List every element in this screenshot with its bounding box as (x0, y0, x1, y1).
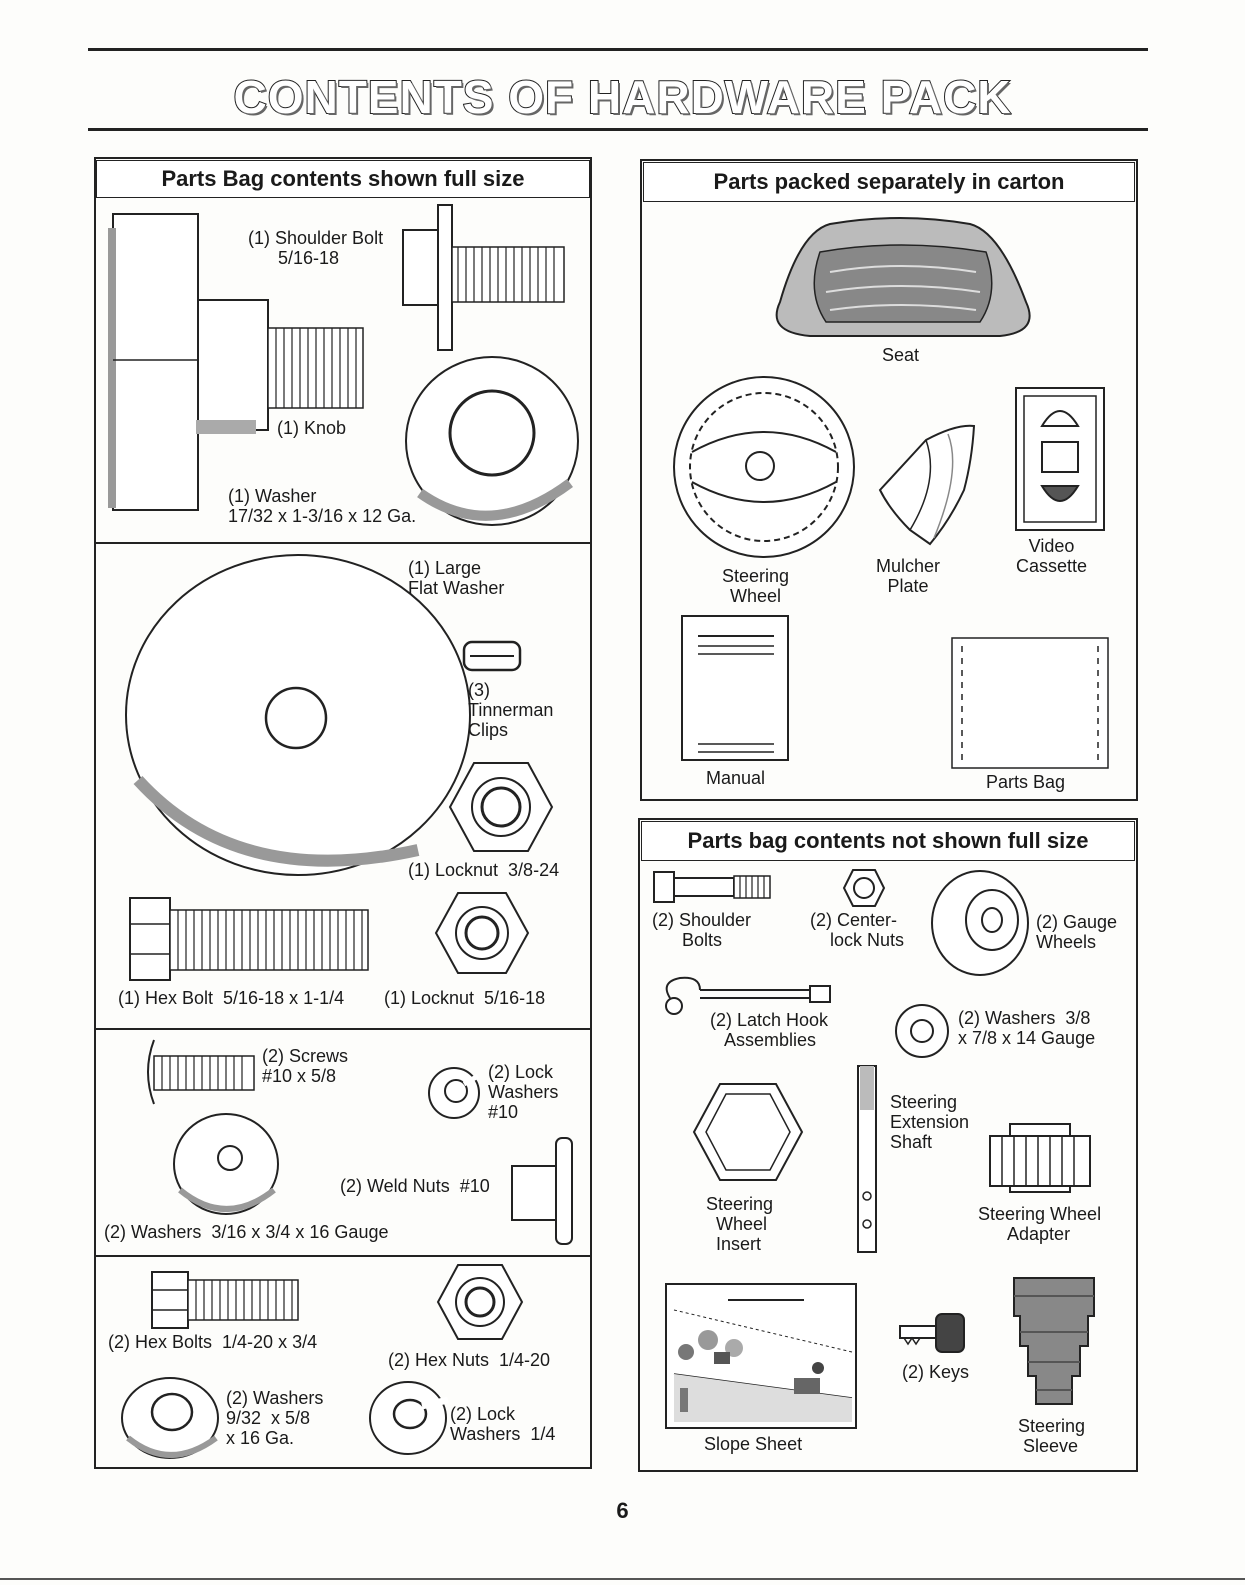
left-divider-1 (96, 542, 590, 544)
latch-hook-icon (665, 976, 831, 1015)
washer-17-32-label: (1) Washer 17/32 x 1-3/16 x 12 Ga. (228, 486, 417, 526)
hex-bolt-5-16-icon (129, 897, 369, 981)
steering-sleeve-icon (1013, 1277, 1095, 1405)
top-rule (88, 48, 1148, 51)
mulcher-plate-icon (878, 424, 976, 546)
hex-bolt-5-16-label: (1) Hex Bolt 5/16-18 x 1-1/4 (118, 988, 345, 1008)
latch-hook-label: (2) Latch Hook Assemblies (710, 1010, 829, 1050)
lock-washer-10-icon (428, 1067, 480, 1119)
steering-extension-shaft-label: Steering Extension Shaft (890, 1092, 970, 1152)
washer-9-32-icon (121, 1377, 219, 1459)
parts-in-carton-header: Parts packed separately in carton (643, 162, 1135, 202)
left-divider-3 (96, 1255, 590, 1257)
mulcher-plate-label: Mulcher Plate (876, 556, 941, 596)
seat-icon (775, 217, 1031, 337)
slope-sheet-label: Slope Sheet (704, 1434, 803, 1454)
tinnerman-clips-label: (3) Tinnerman Clips (468, 680, 554, 740)
left-divider-2 (96, 1028, 590, 1030)
slope-sheet-icon (665, 1283, 857, 1429)
weld-nuts-label: (2) Weld Nuts #10 (340, 1176, 490, 1196)
parts-bag-not-full-size-header: Parts bag contents not shown full size (641, 821, 1135, 861)
large-flat-washer-icon (125, 554, 471, 876)
key-icon (899, 1313, 965, 1353)
page-title: CONTENTS OF HARDWARE PACK (232, 70, 1012, 124)
shoulder-bolts-label: (2) Shoulder Bolts (652, 910, 752, 950)
shoulder-bolt-icon (402, 204, 565, 351)
title-rule (88, 128, 1148, 131)
steering-wheel-adapter-icon (989, 1123, 1091, 1193)
seat-label: Seat (882, 345, 920, 365)
manual-icon (681, 615, 789, 761)
centerlock-nuts-label: (2) Center- lock Nuts (810, 910, 905, 950)
locknut-5-16-label: (1) Locknut 5/16-18 (384, 988, 546, 1008)
gauge-wheel-icon (931, 870, 1029, 976)
lock-washer-1-4-icon (369, 1381, 449, 1455)
parts-bag-not-full-size-panel (638, 818, 1138, 1472)
locknut-3-8-label: (1) Locknut 3/8-24 (408, 860, 560, 880)
lock-washers-1-4-label: (2) Lock Washers 1/4 (450, 1404, 556, 1444)
shoulder-bolt-label: (1) Shoulder Bolt 5/16-18 (248, 228, 384, 268)
hex-bolt-1-4-icon (151, 1271, 299, 1329)
steering-wheel-insert-label: Steering Wheel Insert (706, 1194, 774, 1254)
knob-icon (108, 213, 364, 511)
manual-label: Manual (706, 768, 766, 788)
steering-wheel-label: Steering Wheel (722, 566, 790, 606)
steering-wheel-icon (673, 376, 855, 558)
screw-10-icon (147, 1039, 255, 1105)
video-cassette-label: Video Cassette (1016, 536, 1088, 576)
washer-17-32-icon (405, 356, 579, 526)
shoulder-bolt-small-icon (653, 871, 771, 903)
gauge-wheels-label: (2) Gauge Wheels (1036, 912, 1118, 952)
washer-3-16-icon (173, 1113, 279, 1215)
steering-sleeve-label: Steering Sleeve (1018, 1416, 1086, 1456)
weld-nut-icon (511, 1137, 573, 1245)
steering-wheel-adapter-label: Steering Wheel Adapter (978, 1204, 1102, 1244)
page-number: 6 (616, 1498, 629, 1523)
locknut-3-8-icon (448, 762, 554, 852)
large-flat-washer-label: (1) Large Flat Washer (408, 558, 505, 598)
video-cassette-icon (1015, 387, 1105, 531)
hex-nut-1-4-icon (436, 1264, 524, 1340)
parts-bag-icon (951, 637, 1109, 769)
hex-nuts-1-4-label: (2) Hex Nuts 1/4-20 (388, 1350, 551, 1370)
keys-label: (2) Keys (902, 1362, 970, 1382)
washers-3-16-label: (2) Washers 3/16 x 3/4 x 16 Gauge (104, 1222, 389, 1242)
hex-bolts-1-4-label: (2) Hex Bolts 1/4-20 x 3/4 (108, 1332, 318, 1352)
parts-bag-label: Parts Bag (986, 772, 1066, 792)
washer-3-8-icon (895, 1004, 949, 1058)
locknut-5-16-icon (434, 892, 530, 974)
lock-washers-10-label: (2) Lock Washers #10 (488, 1062, 559, 1122)
tinnerman-clip-icon (462, 640, 522, 672)
washers-9-32-label: (2) Washers 9/32 x 5/8 x 16 Ga. (226, 1388, 324, 1448)
parts-bag-full-size-panel (94, 157, 592, 1469)
steering-extension-shaft-icon (857, 1065, 877, 1253)
screws-label: (2) Screws #10 x 5/8 (262, 1046, 349, 1086)
bottom-rule (0, 1578, 1245, 1580)
parts-bag-full-size-header: Parts Bag contents shown full size (96, 160, 590, 198)
steering-wheel-insert-icon (692, 1083, 804, 1181)
parts-in-carton-panel (640, 159, 1138, 801)
washers-3-8-label: (2) Washers 3/8 x 7/8 x 14 Gauge (958, 1008, 1096, 1048)
centerlock-nut-icon (842, 869, 886, 907)
knob-label: (1) Knob (277, 418, 347, 438)
